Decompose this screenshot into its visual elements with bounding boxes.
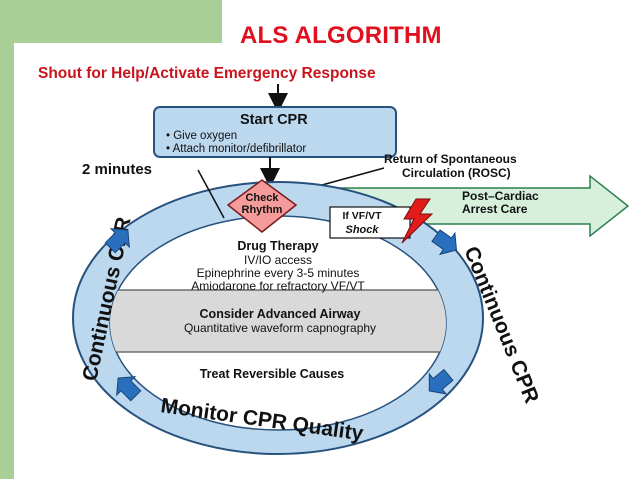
green-frame-top [0,0,222,43]
slide-title: ALS ALGORITHM [240,22,442,49]
airway-item: Quantitative waveform capnography [184,321,376,335]
rosc-label: Circulation (ROSC) [402,166,511,180]
page-number: 65 [14,451,32,468]
green-frame-left [0,0,14,479]
start-cpr-item: • Give oxygen [166,130,237,142]
start-cpr-box [153,106,397,158]
check-rhythm-diamond [226,179,298,233]
post-arrest-label: Arrest Care [462,202,528,216]
ring-arrow-icon [104,228,130,254]
drug-therapy-item: IV/IO access [244,253,312,267]
ring-arrow-icon [428,368,454,395]
start-cpr-title: Start CPR [240,112,308,128]
two-minutes-label: 2 minutes [82,161,152,178]
check-rhythm-label: Check [245,192,279,204]
drug-therapy-title: Drug Therapy [237,239,318,253]
drug-therapy-item: Epinephrine every 3-5 minutes [197,266,360,280]
shock-box [329,206,411,239]
shock-label: Shock [345,224,379,236]
start-cpr-item: • Attach monitor/defibrillator [166,143,306,155]
activate-emergency-header: Shout for Help/Activate Emergency Respon… [38,65,376,82]
shock-label: If VF/VT [342,210,382,222]
rosc-label: Return of Spontaneous [384,152,517,166]
check-rhythm-label: Rhythm [242,204,283,216]
post-arrest-label: Post–Cardiac [462,189,539,203]
ring-arrow-icon [116,376,142,402]
two-minutes-line [197,169,225,219]
ring-arrow-icon [431,229,458,256]
airway-title: Consider Advanced Airway [200,307,361,321]
lightning-bolt-icon [401,198,434,244]
drug-therapy-item: Amiodarone for refractory VF/VT [191,279,365,293]
airway-band [110,290,446,352]
reversible-causes-title: Treat Reversible Causes [200,367,345,381]
